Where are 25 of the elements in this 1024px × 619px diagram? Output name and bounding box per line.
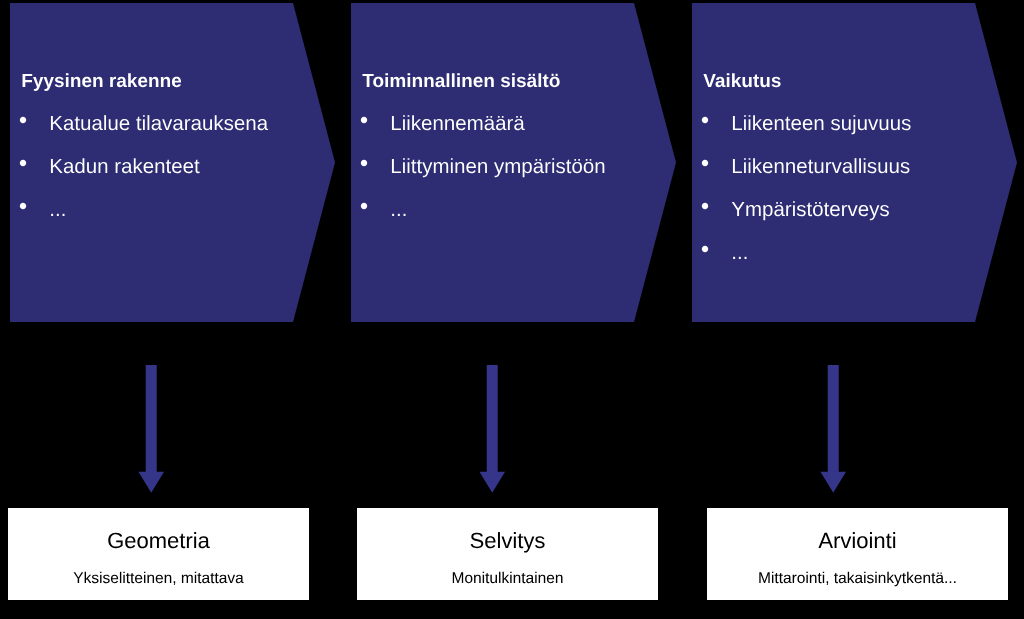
list-item: Kadun rakenteet xyxy=(50,158,200,174)
list-item: Liikennemäärä xyxy=(391,115,525,131)
box-title: Selvitys xyxy=(470,532,545,553)
list-item: Liittyminen ympäristöön xyxy=(391,158,605,178)
heading: Vaikutus xyxy=(703,73,781,88)
box-subtitle: Monitulkintainen xyxy=(452,571,563,584)
box-title: Geometria xyxy=(108,532,210,549)
box-subtitle: Mittarointi, takaisinkytkentä... xyxy=(759,571,956,587)
heading: Toiminnallinen sisältö xyxy=(362,73,560,88)
heading: Fyysinen rakenne xyxy=(22,73,182,91)
list-item: ... xyxy=(733,256,747,259)
process-step xyxy=(692,3,1017,322)
process-step xyxy=(351,3,676,322)
result-box xyxy=(8,508,309,600)
list-item: Ympäristöterveys xyxy=(731,201,889,221)
list-item: Katualue tilavarauksena xyxy=(50,115,269,131)
list-item: ... xyxy=(51,213,65,216)
list-item: ... xyxy=(392,213,406,216)
box-subtitle: Yksiselitteinen, mitattava xyxy=(73,571,244,585)
result-box xyxy=(707,508,1008,600)
list-item: Liikenteen sujuvuus xyxy=(732,115,911,135)
process-step xyxy=(10,3,335,322)
box-title: Arviointi xyxy=(818,532,896,549)
list-item: Liikenneturvallisuus xyxy=(732,158,910,174)
result-box xyxy=(357,508,658,600)
